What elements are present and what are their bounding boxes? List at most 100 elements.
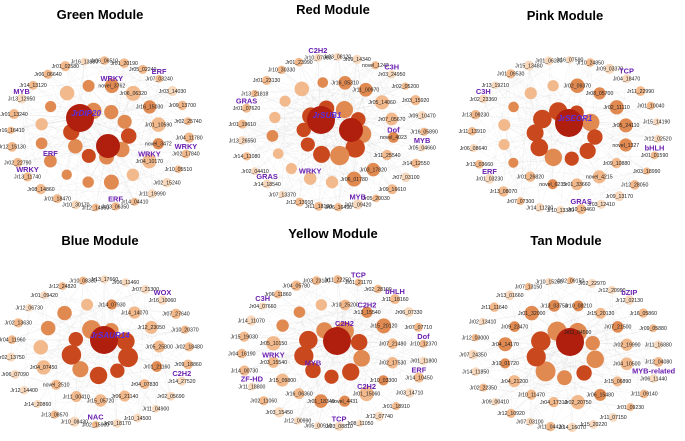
tf-family-label: ERF — [152, 67, 167, 76]
gene-label: Jr13_26550 — [229, 138, 257, 144]
gene-label: Jr02_23360 — [470, 97, 498, 103]
gene-node — [506, 408, 516, 418]
edge — [473, 147, 531, 177]
edge — [242, 124, 256, 172]
edge — [273, 343, 322, 402]
gene-node — [237, 348, 247, 359]
gene-node — [643, 167, 651, 175]
edge — [43, 367, 156, 409]
gene-node — [119, 390, 131, 402]
edge — [310, 163, 416, 179]
gene-label: Jr09_14340 — [343, 57, 371, 63]
gene-node — [299, 330, 318, 350]
gene-node — [120, 128, 137, 144]
gene-label: Jr01_18910 — [382, 404, 410, 410]
gene-node — [339, 299, 351, 311]
gene-label: Jr02_11110 — [604, 105, 630, 111]
edge — [483, 60, 549, 100]
edge — [242, 124, 300, 203]
edge — [545, 344, 627, 372]
gene-label: Jr13_19210 — [482, 83, 510, 89]
gene-label: Jr10_15250 — [535, 279, 563, 285]
edge — [11, 295, 45, 340]
edge — [578, 305, 627, 364]
gene-node — [333, 275, 342, 284]
gene-node — [269, 111, 281, 124]
gene-label: novel_1327 — [612, 143, 639, 149]
edge — [504, 93, 600, 145]
edge — [50, 121, 125, 162]
gene-node — [9, 109, 20, 120]
gene-label: Jr10_08210 — [565, 304, 593, 310]
edge — [576, 170, 647, 185]
gene-node — [403, 307, 414, 317]
edge — [128, 135, 179, 170]
gene-node — [325, 176, 339, 189]
tf-family-label: NAC — [88, 413, 105, 422]
edge — [296, 285, 346, 306]
edge — [577, 85, 651, 106]
edge — [299, 129, 352, 203]
tf-family-label: C3H — [384, 62, 399, 71]
edge — [242, 124, 333, 183]
gene-node — [184, 342, 194, 352]
gene-labels: Jr16_07590Jr10_24850Jr09_03370Jr04_18470… — [459, 58, 672, 214]
gene-node — [387, 338, 398, 349]
gene-node — [239, 331, 250, 342]
edge — [514, 281, 550, 327]
gene-label: Jr16_10060 — [149, 298, 177, 304]
edge — [155, 346, 160, 409]
edge — [350, 371, 397, 407]
edge — [530, 93, 657, 123]
edge — [473, 106, 514, 149]
gene-label: Jr09_00410 — [482, 400, 510, 406]
gene-label: Jr01_10590 — [145, 122, 173, 128]
gene-node — [80, 57, 89, 66]
gene-label: Jr11_25540 — [373, 153, 400, 159]
gene-node — [71, 200, 81, 210]
gene-node — [639, 389, 649, 399]
edge — [568, 122, 655, 156]
gene-node — [294, 57, 304, 67]
gene-node — [387, 184, 398, 195]
gene-node — [259, 302, 267, 310]
gene-label: Jr14_11850 — [462, 369, 489, 375]
edge — [37, 396, 77, 405]
gene-node — [317, 77, 329, 88]
gene-node — [619, 138, 633, 152]
edge — [569, 59, 657, 123]
edge — [381, 102, 425, 132]
gene-label: Jr10_08430 — [61, 419, 89, 425]
gene-node — [547, 179, 558, 190]
tf-family-label: WRKY — [138, 149, 161, 158]
edge — [10, 130, 109, 147]
gene-node — [313, 53, 322, 62]
gene-node — [604, 63, 615, 75]
gene-label: Jr04_11780 — [176, 135, 203, 141]
gene-label: Jr12_02520 — [644, 137, 672, 143]
gene-label: Jr01_21160 — [143, 364, 170, 370]
gene-label: Jr14_20860 — [24, 402, 52, 408]
edge — [242, 65, 376, 141]
gene-node — [387, 70, 396, 79]
gene-node — [7, 141, 17, 152]
gene-node — [570, 395, 585, 410]
gene-label: Jr13_03660 — [466, 162, 494, 168]
tf-family-label: WRKY — [175, 142, 198, 151]
tf-family-label: WRKY — [299, 167, 322, 176]
gene-node — [419, 339, 428, 348]
edge — [483, 387, 532, 395]
gene-label: Jr10_30170 — [62, 203, 90, 209]
tf-family-label: MYB — [350, 192, 366, 201]
edge — [272, 65, 376, 136]
edge — [279, 412, 340, 427]
gene-node — [649, 374, 658, 383]
edge — [320, 119, 423, 148]
gene-label: Jr01_11800 — [410, 359, 437, 365]
gene-node — [138, 64, 148, 74]
tf-family-label: C2H2 — [335, 319, 354, 328]
gene-label: Jr06_08640 — [460, 146, 488, 152]
module-title: Yellow Module — [288, 226, 378, 241]
gene-label: Jr01_09420 — [344, 202, 372, 208]
